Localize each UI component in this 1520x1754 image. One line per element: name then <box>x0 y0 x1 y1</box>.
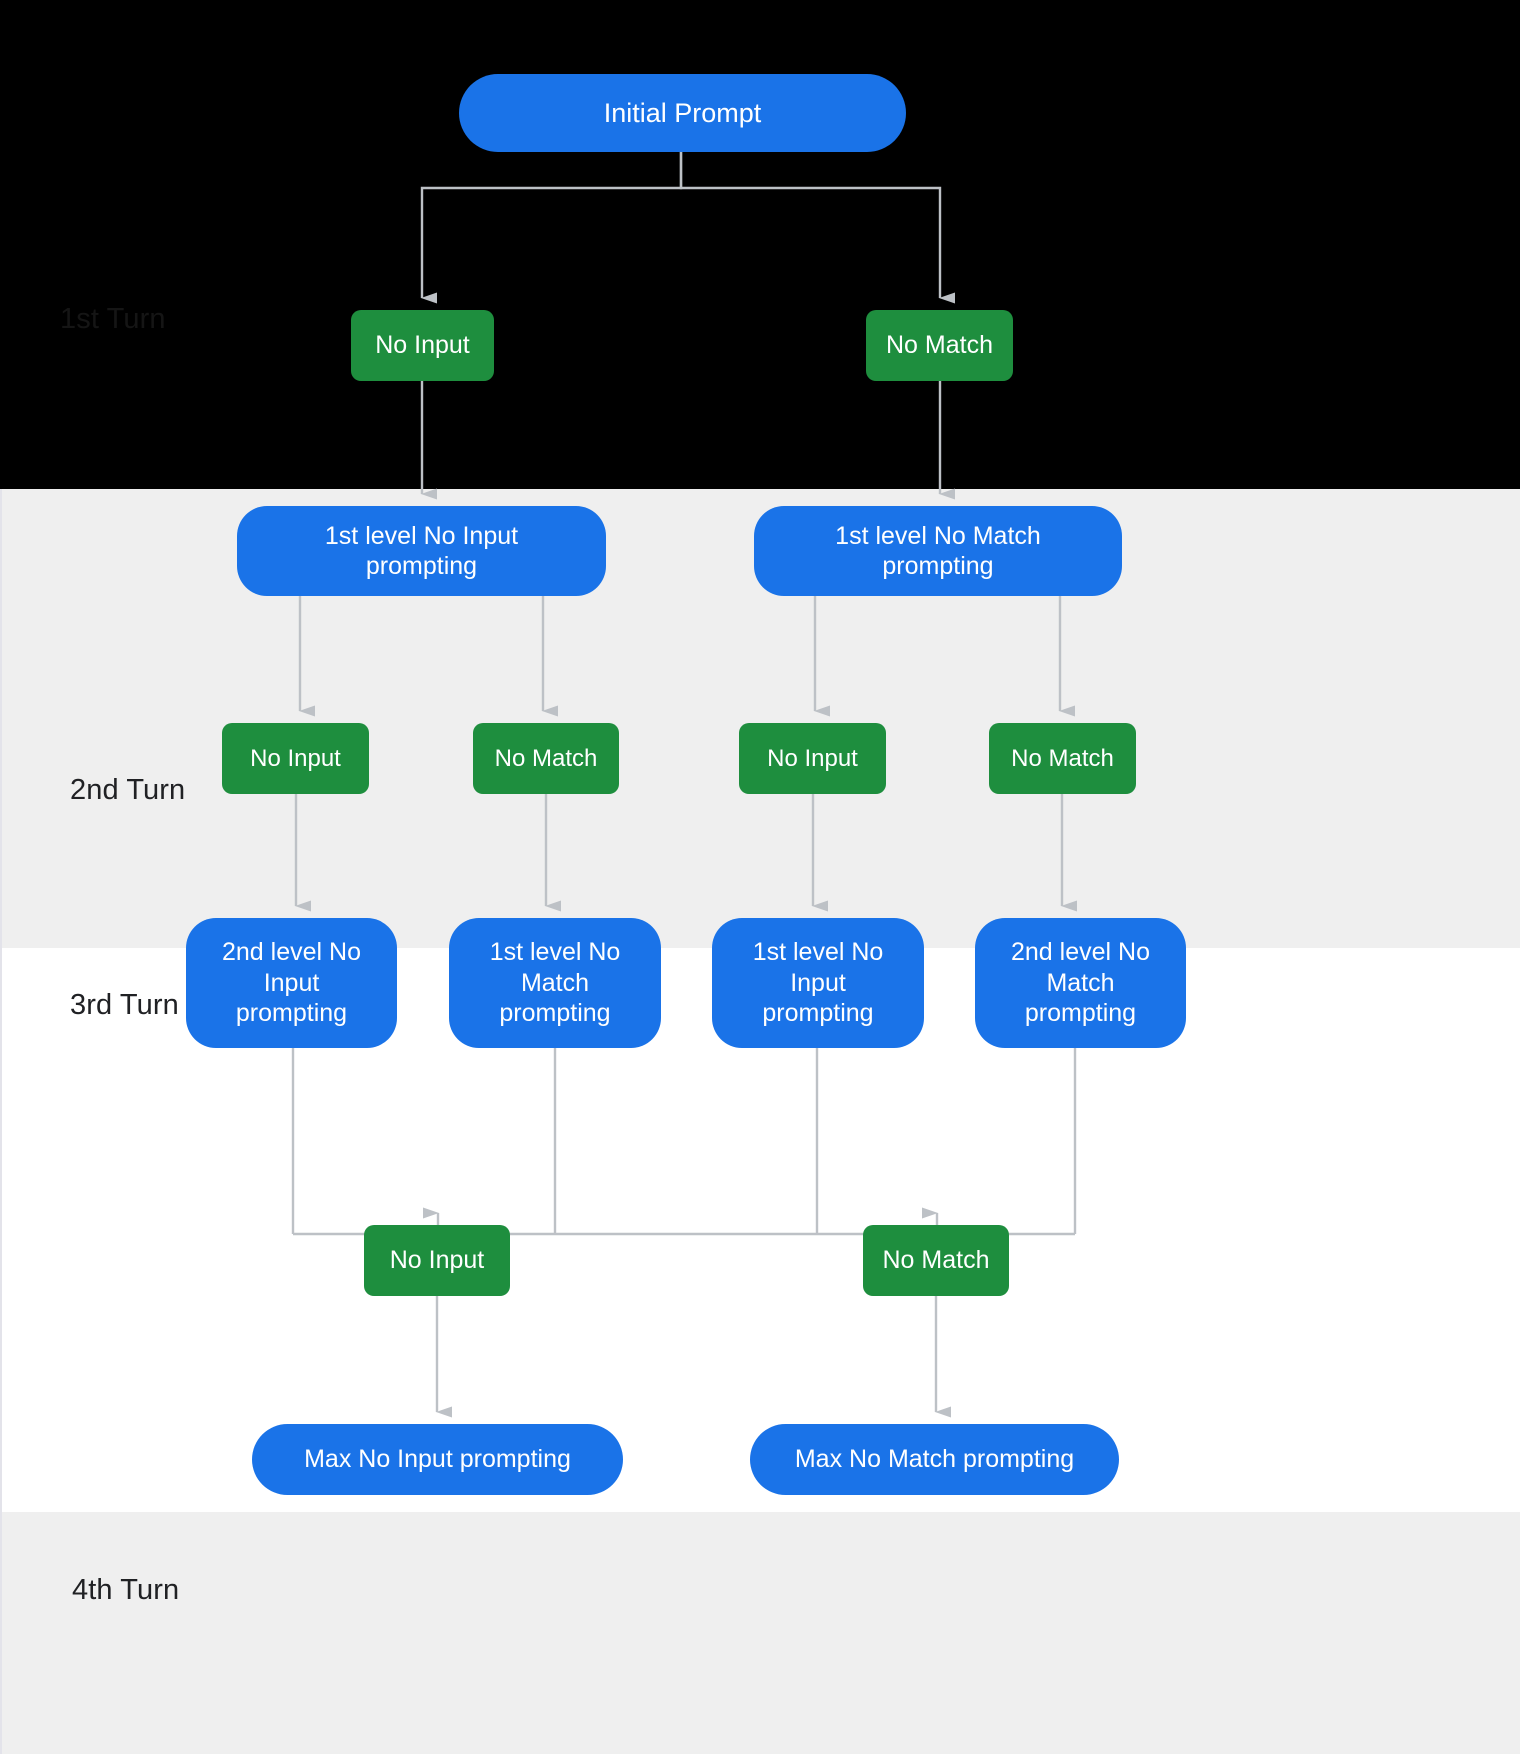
node-t1-no-match[interactable]: No Match <box>866 310 1013 381</box>
node-label-t2-no-input-b: No Input <box>767 744 858 772</box>
node-label-t2-no-match-a: No Match <box>494 744 598 772</box>
turn-label-turn-3: 3rd Turn <box>70 989 179 1021</box>
node-t2-no-input-b[interactable]: No Input <box>739 723 886 794</box>
node-t4-max-no-match[interactable]: Max No Match prompting <box>750 1424 1119 1495</box>
node-t2-prompt-no-match[interactable]: 1st level No Match prompting <box>754 506 1122 596</box>
node-label-initial-prompt: Initial Prompt <box>603 97 762 128</box>
node-initial-prompt[interactable]: Initial Prompt <box>459 74 906 152</box>
node-label-t3-no-input: No Input <box>389 1246 485 1275</box>
node-label-t2-prompt-no-match: 1st level No Match prompting <box>835 521 1041 581</box>
node-t1-no-input[interactable]: No Input <box>351 310 494 381</box>
node-t2-no-match-b[interactable]: No Match <box>989 723 1136 794</box>
node-label-t1-no-input: No Input <box>375 331 470 360</box>
turn-label-turn-4: 4th Turn <box>72 1574 180 1606</box>
node-label-t4-max-no-input: Max No Input prompting <box>304 1445 571 1474</box>
node-label-t3-prompt-1st-no-match: 1st level No Match prompting <box>489 938 621 1028</box>
node-t2-prompt-no-input[interactable]: 1st level No Input prompting <box>237 506 606 596</box>
node-t4-max-no-input[interactable]: Max No Input prompting <box>252 1424 623 1495</box>
node-t3-prompt-1st-no-input[interactable]: 1st level No Input prompting <box>712 918 924 1048</box>
band-4th-turn <box>0 1512 1520 1754</box>
node-label-t2-no-match-b: No Match <box>1011 744 1114 772</box>
node-label-t1-no-match: No Match <box>886 331 993 360</box>
node-t3-prompt-1st-no-match[interactable]: 1st level No Match prompting <box>449 918 661 1048</box>
node-label-t3-no-match: No Match <box>882 1246 990 1275</box>
node-label-t2-no-input-a: No Input <box>250 744 341 772</box>
node-label-t2-prompt-no-input: 1st level No Input prompting <box>324 521 519 581</box>
node-label-t4-max-no-match: Max No Match prompting <box>794 1445 1075 1474</box>
node-t3-prompt-2nd-no-match[interactable]: 2nd level No Match prompting <box>975 918 1186 1048</box>
node-t3-no-match[interactable]: No Match <box>863 1225 1009 1296</box>
node-t2-no-input-a[interactable]: No Input <box>222 723 369 794</box>
node-label-t3-prompt-2nd-no-match: 2nd level No Match prompting <box>1011 938 1150 1028</box>
node-t2-no-match-a[interactable]: No Match <box>473 723 619 794</box>
turn-label-turn-2: 2nd Turn <box>70 774 186 806</box>
node-label-t3-prompt-1st-no-input: 1st level No Input prompting <box>752 938 884 1028</box>
node-t3-no-input[interactable]: No Input <box>364 1225 510 1296</box>
left-edge-rule <box>0 489 2 1754</box>
turn-label-turn-1: 1st Turn <box>60 303 166 335</box>
node-t3-prompt-2nd-no-input[interactable]: 2nd level No Input prompting <box>186 918 397 1048</box>
node-label-t3-prompt-2nd-no-input: 2nd level No Input prompting <box>222 938 361 1028</box>
